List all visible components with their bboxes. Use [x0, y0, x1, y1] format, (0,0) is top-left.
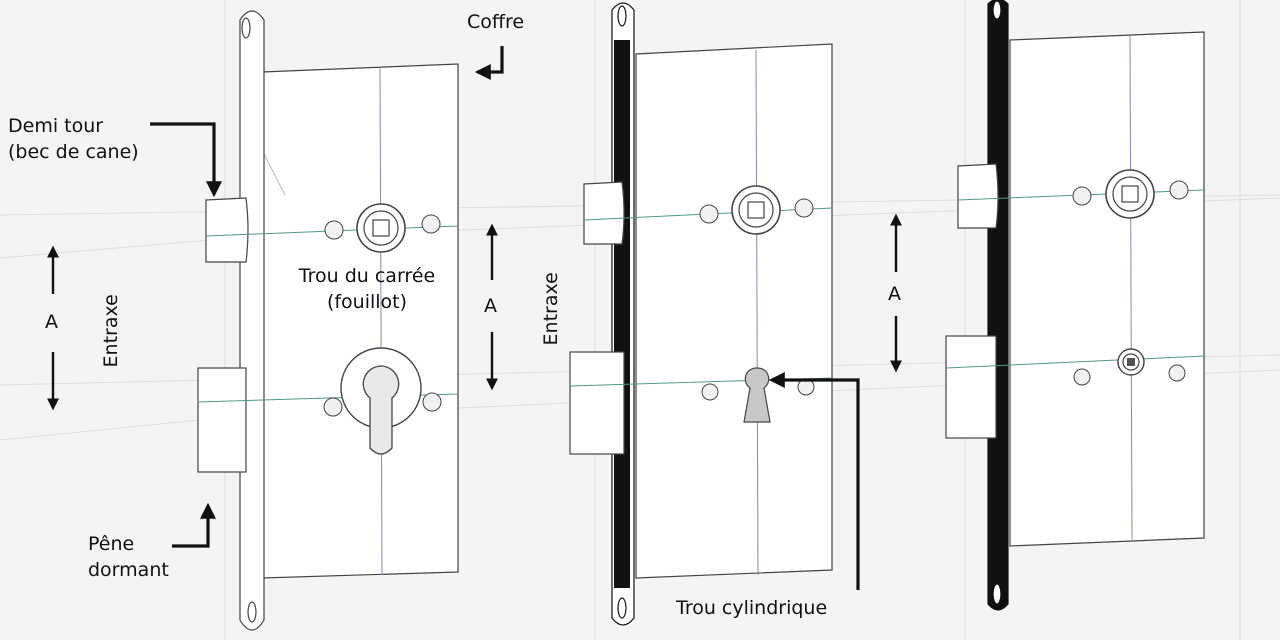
dead-bolt	[945, 335, 997, 439]
screw-hole	[617, 5, 627, 27]
demi-tour-arrow	[150, 122, 222, 198]
label-a-right: A	[888, 283, 901, 305]
label-pene-line1: Pêne	[88, 533, 135, 555]
faceplate	[987, 0, 1009, 611]
label-entraxe-middle: Entraxe	[540, 272, 563, 346]
screw-hole	[992, 0, 1002, 20]
dimension-arrows	[47, 213, 902, 411]
label-coffre: Coffre	[467, 11, 525, 33]
dead-bolt	[569, 351, 625, 455]
label-pene-dormant: Pêne dormant	[88, 532, 169, 583]
trou-cylindrique-arrow	[768, 372, 860, 590]
dead-bolt	[197, 367, 247, 473]
label-trou-carree: Trou du carrée (fouillot)	[278, 264, 456, 315]
screw-hole	[617, 597, 627, 619]
latch-bolt	[583, 181, 625, 245]
faceplate	[239, 10, 265, 631]
spindle-hole	[1072, 169, 1189, 219]
label-trou-cylindrique: Trou cylindrique	[676, 597, 828, 619]
callout-arrows	[150, 46, 860, 590]
label-demi-tour-line1: Demi tour	[8, 115, 104, 137]
lock-bathroom	[945, 0, 1205, 611]
label-demi-tour: Demi tour (bec de cane)	[8, 114, 139, 165]
lock-case	[1009, 31, 1205, 547]
screw-hole	[992, 583, 1002, 605]
lock-case	[635, 43, 833, 579]
label-a-middle: A	[484, 295, 497, 317]
cylinder-hole	[323, 347, 442, 455]
spindle-hole	[699, 185, 814, 235]
label-pene-line2: dormant	[88, 558, 169, 581]
condemnation-hole	[1073, 348, 1186, 386]
lock-key	[569, 2, 833, 626]
screw-hole	[247, 601, 257, 623]
label-entraxe-left: Entraxe	[100, 294, 123, 368]
pene-dormant-arrow	[172, 502, 216, 548]
label-a-left: A	[45, 311, 58, 333]
lock-case	[261, 63, 459, 579]
label-trou-carree-line1: Trou du carrée	[298, 265, 436, 287]
latch-bolt	[205, 197, 249, 263]
lock-cylinder	[197, 10, 459, 631]
spindle-hole	[324, 203, 441, 253]
label-demi-tour-line2: (bec de cane)	[8, 140, 139, 163]
label-trou-carree-line2: (fouillot)	[326, 290, 408, 313]
coffre-arrow	[474, 46, 504, 80]
screw-hole	[241, 17, 251, 39]
latch-bolt	[957, 163, 999, 229]
